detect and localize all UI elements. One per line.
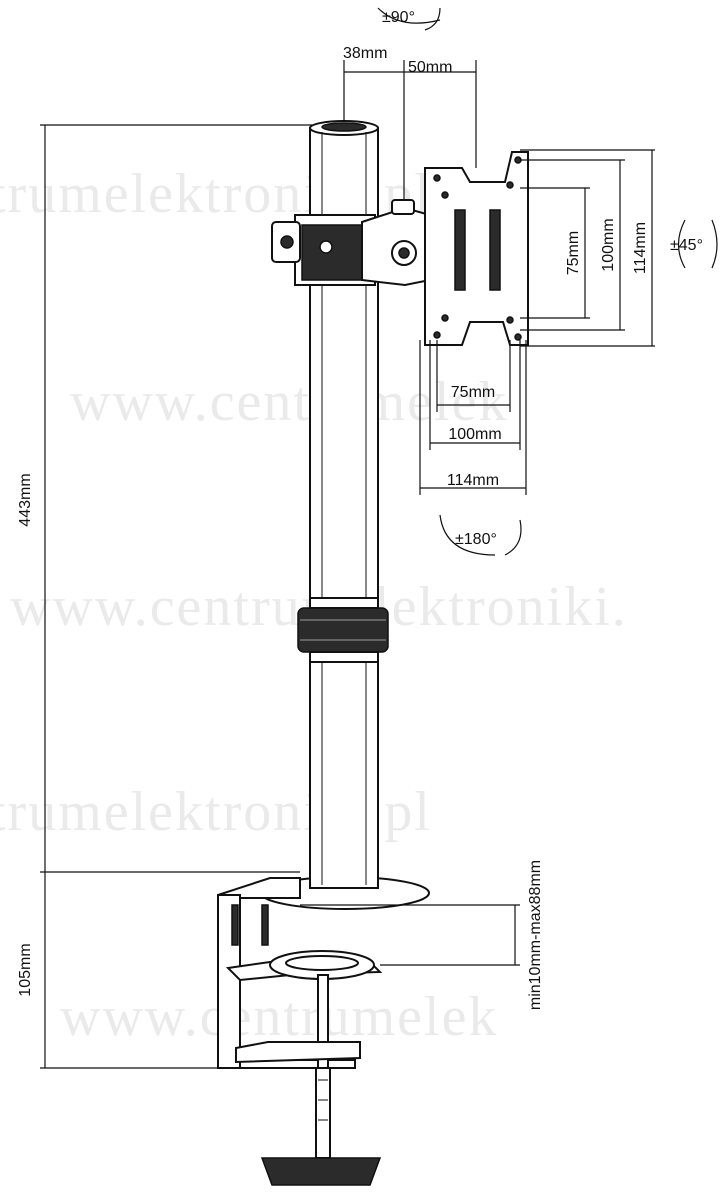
desk-clamp — [217, 877, 383, 1186]
vesa-h-114-label: 114mm — [447, 472, 499, 489]
vesa-plate — [424, 151, 529, 346]
desk-thickness-label: min10mm-max88mm — [527, 860, 544, 1010]
rotation-indicators — [377, 7, 718, 556]
height-collar — [297, 607, 389, 653]
swivel-label: ±45° — [670, 237, 703, 254]
vesa-h-75-label: 75mm — [451, 384, 495, 401]
vesa-v-114-label: 114mm — [632, 222, 649, 274]
watermark-2: www.centrumelek — [70, 371, 508, 433]
pole-height-label: 443mm — [17, 473, 34, 526]
tilt-label: ±90° — [382, 9, 415, 26]
labels: ±90° ±45° ±180° 38mm 50mm 75mm 100mm 114… — [17, 9, 703, 1010]
vesa-h-100-label: 100mm — [448, 426, 501, 443]
clamp-knob — [260, 1157, 382, 1186]
pole-bracket — [271, 199, 442, 287]
pole-to-pivot-label: 38mm — [343, 45, 387, 62]
dimension-lines — [40, 60, 655, 1069]
vesa-v-75-label: 75mm — [565, 231, 582, 275]
vesa-v-100-label: 100mm — [600, 218, 617, 271]
rotate-label: ±180° — [455, 531, 497, 548]
pivot-to-plate-label: 50mm — [408, 59, 452, 76]
watermark-5: www.centrumelek — [60, 986, 498, 1048]
clamp-height-label: 105mm — [17, 943, 34, 996]
